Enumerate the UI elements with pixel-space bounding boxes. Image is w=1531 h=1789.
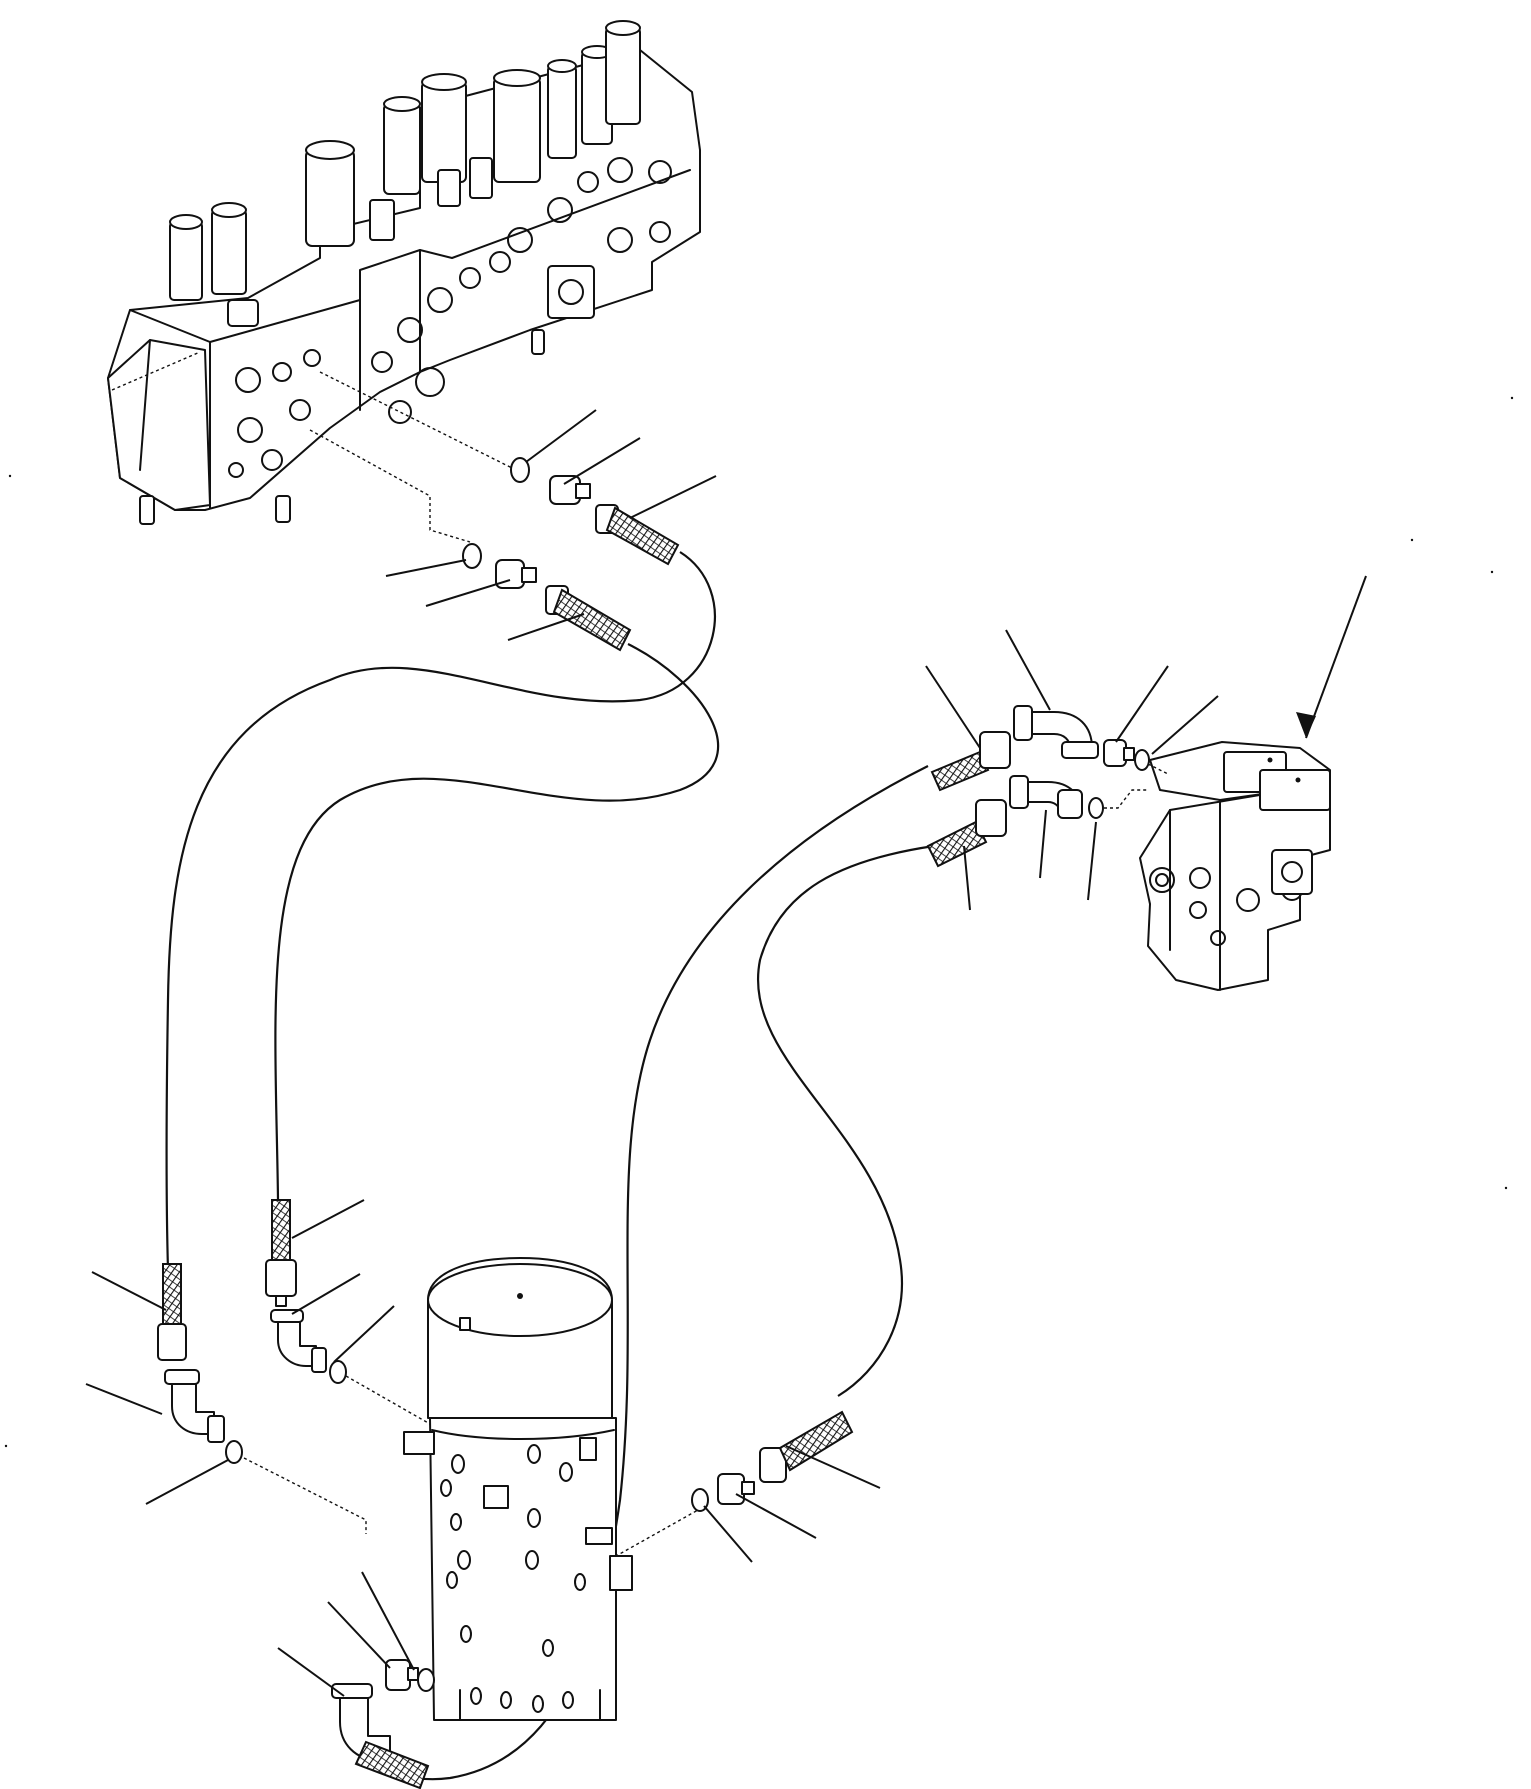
callout-leader [507,613,585,641]
callout-leader [291,1199,365,1239]
fitting-set-left-a [157,1263,243,1464]
callout-leader [785,1445,881,1489]
swivel-joint [403,1257,633,1721]
callout-leader [563,437,641,485]
valve-ports [228,157,672,478]
callout-leader [1087,821,1097,901]
callout-arrowhead [1296,712,1316,738]
callout-leader [1305,575,1367,739]
callout-leaders [85,409,1367,1697]
fitting-set-right-lower [926,775,1104,868]
callout-leader [925,665,981,749]
callout-leader [361,1571,415,1671]
callout-leader [333,1305,395,1363]
hoses [165,551,935,1781]
fitting-set-bottom-left [331,1659,435,1789]
callout-leader [145,1459,229,1505]
fitting-set-top-a [510,457,680,566]
callout-leader [91,1271,167,1311]
callout-leader [385,559,467,577]
callout-leader [1005,629,1051,711]
fitting-set-right-upper [930,705,1150,792]
solenoid-valve-block [1139,741,1331,991]
callout-leader [85,1383,163,1415]
fitting-set-left-b [265,1199,347,1384]
callout-leader [291,1273,361,1315]
callout-leader [1115,665,1169,743]
callout-leader [327,1601,391,1669]
fitting-set-bottom-right [691,1410,854,1512]
callout-leader [735,1493,817,1539]
fitting-set-top-b [462,543,632,652]
callout-leader [629,475,717,519]
callout-leader [525,409,597,463]
callout-leader [425,579,511,607]
callout-leader [277,1647,345,1697]
callout-leader [1039,809,1047,879]
callout-leader [963,845,971,911]
callout-leader [703,1505,753,1563]
main-control-valve [107,20,701,525]
callout-leader [1151,695,1219,755]
valve-cylinders [169,20,641,327]
swivel-ports [440,1444,586,1713]
